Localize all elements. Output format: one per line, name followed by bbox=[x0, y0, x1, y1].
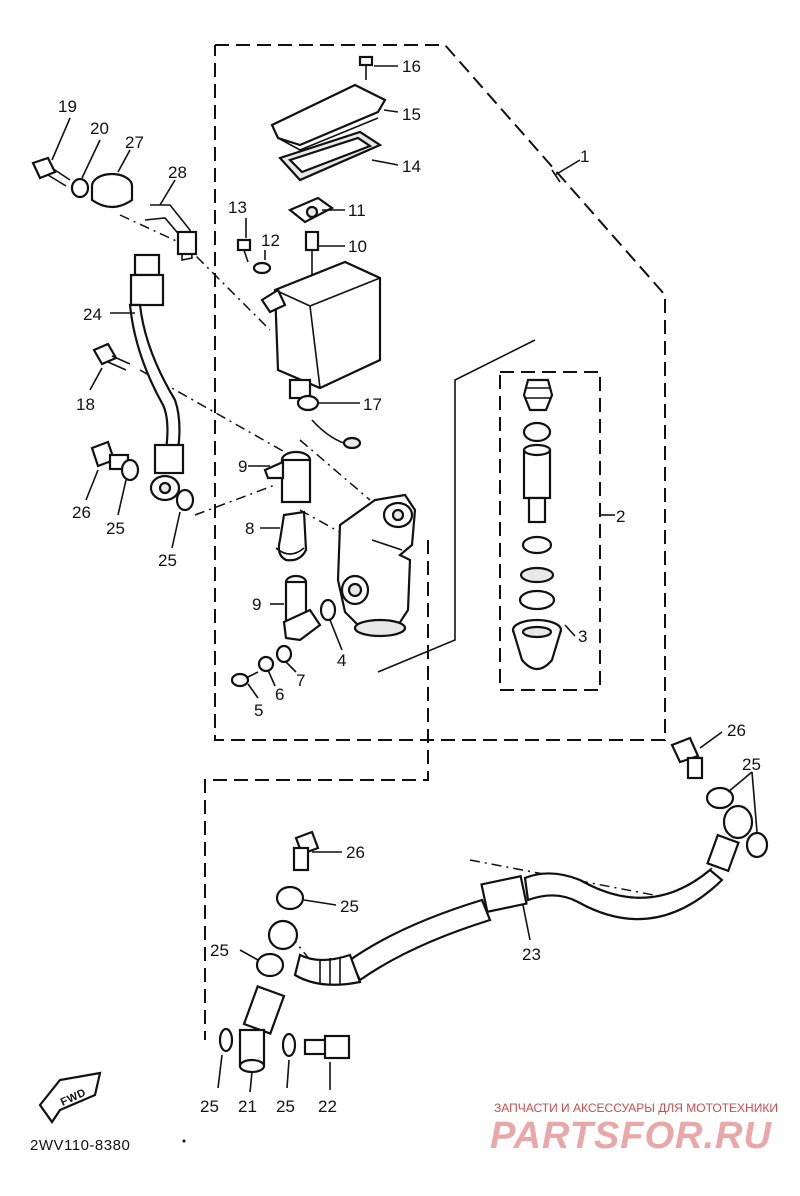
label-25e: 25 bbox=[210, 941, 229, 960]
label-19: 19 bbox=[58, 97, 77, 116]
label-7: 7 bbox=[296, 671, 305, 690]
reservoir-hose-24 bbox=[128, 253, 185, 502]
label-15: 15 bbox=[402, 105, 421, 124]
label-26c: 26 bbox=[346, 843, 365, 862]
label-25a: 25 bbox=[106, 519, 125, 538]
screw-5 bbox=[230, 671, 259, 688]
bracket-28 bbox=[144, 204, 198, 261]
bolt-18 bbox=[92, 342, 131, 371]
guide-line-e bbox=[299, 509, 346, 536]
label-21: 21 bbox=[238, 1097, 257, 1116]
washer-20 bbox=[70, 177, 90, 199]
reference-code: 2WV110-8380 bbox=[30, 1137, 130, 1154]
union-bolt-26-center bbox=[292, 830, 320, 872]
washer-6 bbox=[257, 655, 275, 673]
washer-25-center-b bbox=[255, 952, 285, 978]
label-4: 4 bbox=[337, 651, 346, 670]
label-28: 28 bbox=[168, 163, 187, 182]
washer-25-center-a bbox=[275, 885, 305, 911]
label-18: 18 bbox=[76, 395, 95, 414]
diaphragm-14 bbox=[278, 130, 383, 182]
hose-8 bbox=[275, 510, 308, 562]
kit-boundary-2 bbox=[499, 371, 601, 691]
float-plate-11 bbox=[287, 196, 335, 224]
label-5: 5 bbox=[254, 701, 263, 720]
bolt-13 bbox=[236, 238, 252, 263]
label-8: 8 bbox=[245, 519, 254, 538]
hose-routing-line bbox=[204, 540, 429, 1040]
label-20: 20 bbox=[90, 119, 109, 138]
fwd-arrow-icon: FWD bbox=[38, 1071, 102, 1124]
label-26a: 26 bbox=[72, 503, 91, 522]
label-13: 13 bbox=[228, 198, 247, 217]
hose-fitting-21 bbox=[238, 985, 286, 1074]
reservoir-tank bbox=[260, 260, 382, 400]
label-24: 24 bbox=[83, 305, 102, 324]
part-labels: 1 2 3 4 5 6 7 8 9 9 10 11 12 13 14 15 16… bbox=[58, 57, 761, 1116]
brake-hose-23 bbox=[267, 804, 754, 986]
washer-25-left-b bbox=[175, 488, 195, 512]
label-16: 16 bbox=[402, 57, 421, 76]
master-cylinder-body bbox=[336, 493, 417, 638]
watermark-brand: PARTSFOR.RU bbox=[490, 1115, 772, 1157]
label-2: 2 bbox=[616, 507, 625, 526]
cap-screw-16 bbox=[358, 55, 374, 80]
washer-25-bottom-b bbox=[281, 1032, 297, 1058]
hose-joint-9-upper bbox=[263, 450, 312, 504]
label-9b: 9 bbox=[252, 595, 261, 614]
assembly-boundary-1 bbox=[214, 44, 666, 741]
leader-lines bbox=[51, 65, 758, 1093]
label-14: 14 bbox=[402, 157, 421, 176]
label-22: 22 bbox=[318, 1097, 337, 1116]
label-3: 3 bbox=[578, 627, 587, 646]
washer-12 bbox=[252, 261, 272, 275]
label-25g: 25 bbox=[276, 1097, 295, 1116]
reservoir-cap-15 bbox=[270, 83, 387, 151]
dot-mark bbox=[182, 1139, 186, 1143]
label-12: 12 bbox=[261, 231, 280, 250]
hose-joint-9-lower bbox=[282, 574, 322, 642]
watermark: ЗАПЧАСТИ И АКСЕССУАРЫ ДЛЯ МОТОТЕХНИКИ PA… bbox=[490, 1101, 778, 1157]
label-1: 1 bbox=[580, 147, 589, 166]
hose-clip-17 bbox=[296, 394, 362, 450]
washer-25-right-b bbox=[745, 831, 769, 859]
label-10: 10 bbox=[348, 237, 367, 256]
label-9a: 9 bbox=[238, 457, 247, 476]
label-25d: 25 bbox=[340, 897, 359, 916]
label-25c: 25 bbox=[742, 755, 761, 774]
o-ring-7 bbox=[275, 644, 293, 664]
union-bolt-26-right bbox=[670, 736, 704, 780]
label-11: 11 bbox=[348, 201, 366, 220]
watermark-tagline: ЗАПЧАСТИ И АКСЕССУАРЫ ДЛЯ МОТОТЕХНИКИ bbox=[494, 1101, 778, 1115]
washer-25-bottom-a bbox=[218, 1027, 234, 1053]
label-6: 6 bbox=[275, 685, 284, 704]
grommet-27 bbox=[90, 172, 134, 209]
label-27: 27 bbox=[125, 133, 144, 152]
bolt-22 bbox=[303, 1034, 351, 1060]
guide-line-d bbox=[299, 439, 371, 501]
label-17: 17 bbox=[363, 395, 382, 414]
label-26b: 26 bbox=[727, 721, 746, 740]
washer-25-right-a bbox=[705, 786, 735, 810]
o-ring-4 bbox=[319, 598, 337, 622]
kit-link-line bbox=[377, 339, 536, 673]
label-25b: 25 bbox=[158, 551, 177, 570]
label-23: 23 bbox=[522, 945, 541, 964]
label-25f: 25 bbox=[200, 1097, 219, 1116]
spring-kit-2 bbox=[511, 378, 563, 671]
bolt-19 bbox=[31, 156, 71, 187]
guide-line-c bbox=[194, 484, 276, 516]
washer-25-left-a bbox=[120, 458, 140, 482]
